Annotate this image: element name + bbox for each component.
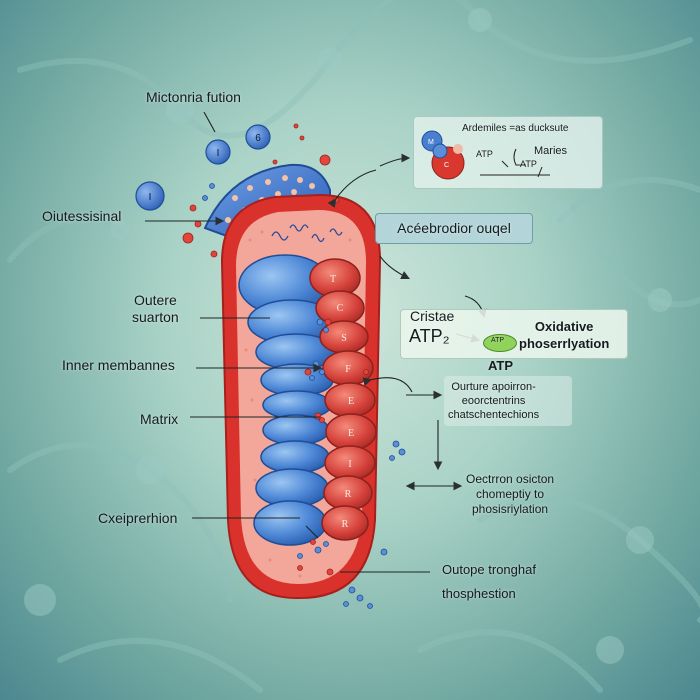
info-box-top: M C Ardemiles =as ducksute ATP ATP Marie… [413,116,603,189]
label-outer-left: Oiutessisinal [42,208,122,224]
label-cxeiprerhion: Cxeiprerhion [98,510,178,526]
vesicle-label: I [149,192,152,203]
compartment-letter: E [348,428,354,439]
compartment-letter: I [348,459,351,470]
cristae-label: Cristae [410,308,455,324]
svg-text:C: C [444,162,449,169]
atp-below-label: ATP [488,358,514,373]
compartment-letter: R [345,489,352,500]
leader-lines [145,111,487,573]
box-top-atp-left: ATP [476,149,493,159]
red-cristae [309,258,377,541]
compartment-letter: F [345,364,351,375]
label-outope: Outope tronghaf thosphestion [442,562,536,601]
box-top-title: Ardemiles =as ducksute [462,123,569,134]
label-electron: Oectrron osicton chomeptiy to phosisriyl… [466,472,555,516]
info-box-cristae: Cristae ATP₂ ATP Oxidative phoserrlyatio… [400,308,628,359]
red-compartment-letters: T C S F E E I R R [330,274,354,530]
dna-filaments [271,224,343,243]
compartment-letter: S [341,333,347,344]
box-top-maries: Maries [534,145,568,157]
vesicle-label: 6 [255,133,261,144]
box-top-atp-right: ATP [520,159,537,169]
compartment-letter: R [342,519,349,530]
oxidative-label: Oxidative phoserrlyation [519,319,610,351]
svg-text:M: M [428,139,434,146]
label-outer-suarton: Outere suarton [132,292,179,325]
box-middle-title: Acéebrodior ouqel [397,220,511,236]
enzyme-illustration: M C [421,130,550,180]
info-box-middle: Acéebrodior ouqel [375,213,533,244]
vesicles [135,124,271,211]
compartment-letter: T [330,274,336,285]
info-box-outure: Ourture apoirron- eoorctentrins chatsche… [444,376,572,426]
vesicle-label: I [217,148,220,159]
atp-oval: ATP [483,334,517,352]
outure-label: Ourture apoirron- eoorctentrins chatsche… [448,381,540,421]
compartment-letter: C [337,303,344,314]
vesicle-labels: I 6 I [149,133,262,203]
compartment-letter: E [348,396,354,407]
label-matrix: Matrix [140,411,179,427]
label-mitochondria-fusion: Mictonria fution [146,89,241,105]
atp-oval-label: ATP [491,337,505,344]
label-inner-membranes: Inner membannes [62,357,175,373]
cristae-atp: ATP₂ [409,326,450,346]
